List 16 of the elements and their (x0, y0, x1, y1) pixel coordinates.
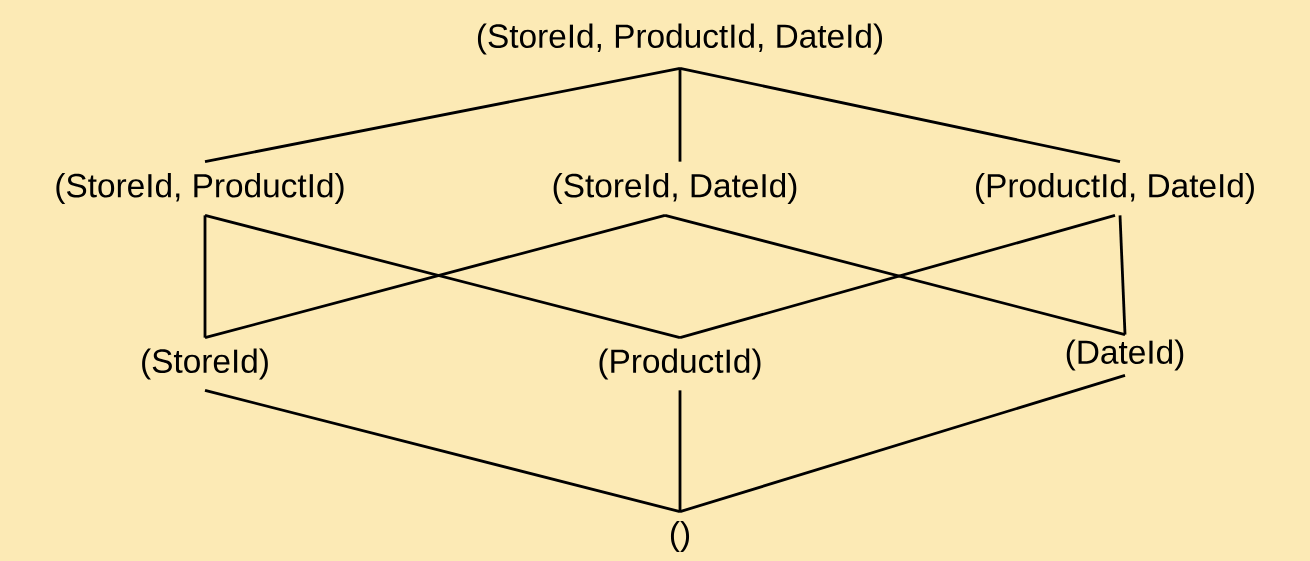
node-label: (StoreId, ProductId) (56, 172, 344, 205)
node-label: (StoreId) (142, 348, 268, 380)
connector-line (204, 389, 681, 513)
connector-line (679, 66, 1121, 164)
connector-line (678, 390, 682, 512)
connector-line (1118, 215, 1127, 335)
node-label: (DateId) (1066, 339, 1184, 371)
connector-line (204, 66, 681, 164)
node-label: (StoreId, ProductId, DateId) (477, 23, 883, 55)
connector-line (679, 374, 1126, 513)
node-label: (StoreId, DateId) (553, 172, 797, 205)
node-label: (ProductId) (599, 348, 761, 380)
node-label: (ProductId, DateId) (976, 172, 1254, 205)
connector-line (203, 215, 207, 338)
connector-line (678, 68, 682, 162)
node-label: () (670, 520, 690, 553)
